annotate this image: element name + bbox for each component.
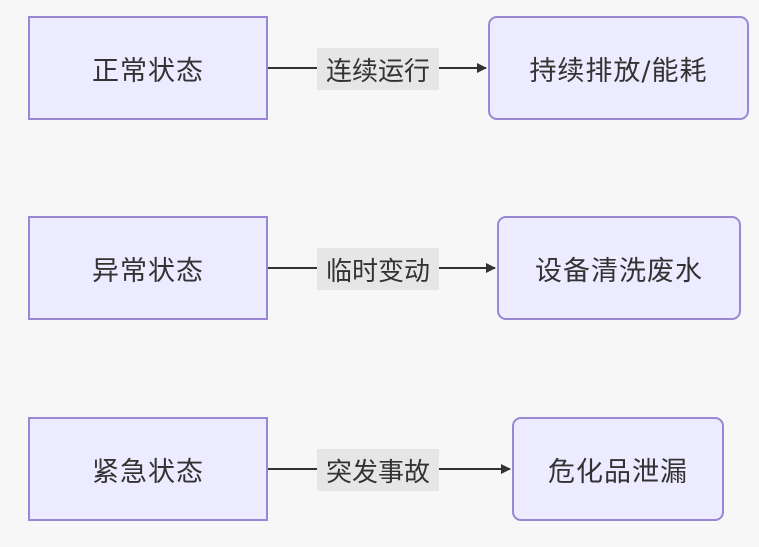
node-equipment-cleaning-wastewater: 设备清洗废水: [497, 216, 741, 320]
node-emergency-state: 紧急状态: [28, 417, 268, 521]
node-normal-state: 正常状态: [28, 16, 268, 120]
node-abnormal-state: 异常状态: [28, 216, 268, 320]
edge-label-continuous-operation: 连续运行: [317, 48, 439, 90]
node-hazardous-chemical-leak: 危化品泄漏: [512, 417, 724, 521]
edge-label-sudden-accident: 突发事故: [317, 449, 439, 491]
node-continuous-emission: 持续排放/能耗: [488, 16, 749, 120]
edge-label-temporary-change: 临时变动: [317, 248, 439, 290]
